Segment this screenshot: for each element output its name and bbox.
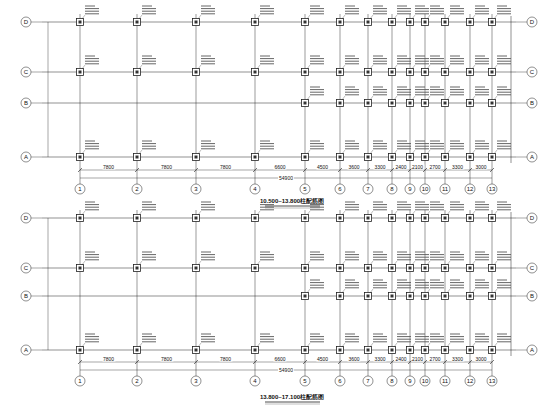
drawing-caption: 13.800~17.100柱配筋图 [259, 394, 325, 400]
axis-number: 12 [467, 378, 474, 384]
dimension: 4500 [316, 357, 329, 362]
drawing-caption: 10.500~13.800柱配筋图 [259, 198, 325, 204]
axis-number: 10 [422, 186, 429, 192]
axis-letter: C [24, 265, 28, 271]
dimension: 3600 [347, 357, 360, 362]
axis-number: 9 [408, 378, 411, 384]
axis-number: 12 [467, 186, 474, 192]
dimension: 3000 [474, 165, 487, 170]
dimension: 3600 [347, 165, 360, 170]
axis-number: 13 [489, 378, 496, 384]
axis-number: 7 [366, 378, 369, 384]
axis-letter: D [24, 19, 28, 25]
dimension: 7800 [219, 357, 232, 362]
dimension: 3300 [373, 165, 386, 170]
dimension: 2700 [428, 357, 441, 362]
axis-number: 2 [135, 186, 138, 192]
dimension: 3300 [373, 357, 386, 362]
axis-number: 11 [442, 186, 448, 192]
axis-number: 5 [303, 378, 306, 384]
dimension: 54900 [278, 176, 294, 181]
axis-number: 13 [489, 186, 496, 192]
dimension: 2700 [428, 165, 441, 170]
dimension: 54900 [278, 368, 294, 373]
axis-letter: D [530, 19, 534, 25]
dimension: 3300 [451, 165, 464, 170]
dimension: 3300 [451, 357, 464, 362]
axis-letter: D [530, 215, 534, 221]
dimension: 7800 [160, 165, 173, 170]
axis-number: 4 [253, 378, 256, 384]
axis-number: 3 [194, 378, 197, 384]
dimension: 2100 [411, 357, 424, 362]
axis-number: 8 [390, 186, 393, 192]
axis-number: 7 [366, 186, 369, 192]
axis-number: 1 [78, 186, 81, 192]
axis-number: 11 [442, 378, 448, 384]
dimension: 2400 [394, 357, 407, 362]
axis-letter: A [530, 347, 534, 353]
dimension: 7800 [219, 165, 232, 170]
axis-letter: C [530, 69, 534, 75]
axis-letter: C [530, 265, 534, 271]
axis-number: 4 [253, 186, 256, 192]
dimension: 7800 [102, 165, 115, 170]
axis-letter: A [530, 154, 534, 160]
axis-number: 10 [422, 378, 429, 384]
axis-letter: B [24, 293, 28, 299]
axis-letter: A [24, 154, 28, 160]
dimension: 2400 [394, 165, 407, 170]
axis-number: 5 [303, 186, 306, 192]
axis-number: 2 [135, 378, 138, 384]
axis-letter: C [24, 69, 28, 75]
dimension: 4500 [316, 165, 329, 170]
dimension: 7800 [160, 357, 173, 362]
axis-number: 3 [194, 186, 197, 192]
dimension: 6600 [273, 165, 286, 170]
axis-letter: B [24, 100, 28, 106]
dimension: 3000 [474, 357, 487, 362]
dimension: 7800 [102, 357, 115, 362]
axis-number: 6 [338, 378, 341, 384]
dimension: 6600 [273, 357, 286, 362]
axis-number: 1 [78, 378, 81, 384]
axis-letter: B [530, 100, 534, 106]
axis-letter: A [24, 347, 28, 353]
axis-letter: B [530, 293, 534, 299]
dimension: 2100 [411, 165, 424, 170]
axis-number: 6 [338, 186, 341, 192]
axis-number: 9 [408, 186, 411, 192]
axis-letter: D [24, 215, 28, 221]
axis-number: 8 [390, 378, 393, 384]
